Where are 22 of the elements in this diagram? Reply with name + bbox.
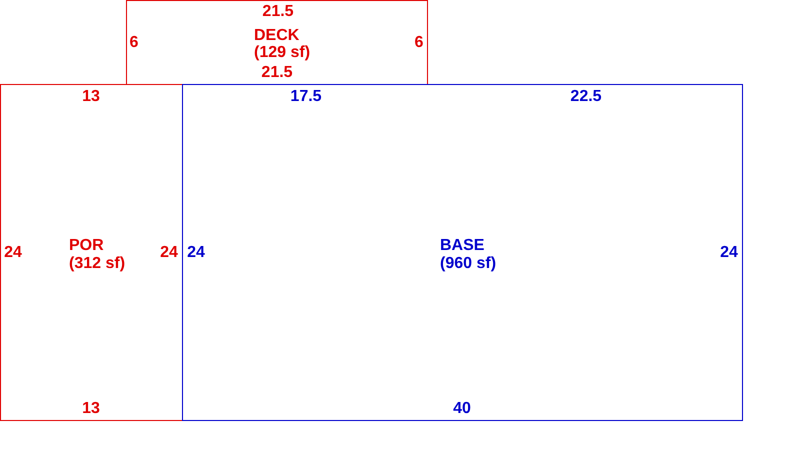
area-label: (312 sf) bbox=[69, 255, 126, 273]
deck-area bbox=[126, 0, 428, 85]
dimension-label: 40 bbox=[453, 400, 471, 418]
room-name: BASE bbox=[440, 237, 484, 255]
room-name: POR bbox=[69, 237, 104, 255]
dimension-label: 17.5 bbox=[290, 88, 322, 106]
dimension-label: 6 bbox=[414, 34, 424, 52]
area-label: (129 sf) bbox=[254, 44, 310, 62]
porch-area bbox=[0, 84, 183, 421]
dimension-label: 21.5 bbox=[261, 64, 293, 82]
dimension-label: 13 bbox=[82, 88, 100, 106]
dimension-label: 22.5 bbox=[570, 88, 602, 106]
area-label: (960 sf) bbox=[440, 255, 496, 273]
dimension-label: 24 bbox=[720, 244, 738, 262]
dimension-label: 6 bbox=[130, 34, 138, 52]
base-area bbox=[182, 84, 743, 421]
dimension-label: 24 bbox=[187, 244, 205, 262]
room-name: DECK bbox=[254, 27, 300, 45]
dimension-label: 24 bbox=[4, 244, 22, 262]
dimension-label: 13 bbox=[82, 400, 100, 418]
dimension-label: 21.5 bbox=[262, 3, 294, 21]
dimension-label: 24 bbox=[160, 244, 178, 262]
